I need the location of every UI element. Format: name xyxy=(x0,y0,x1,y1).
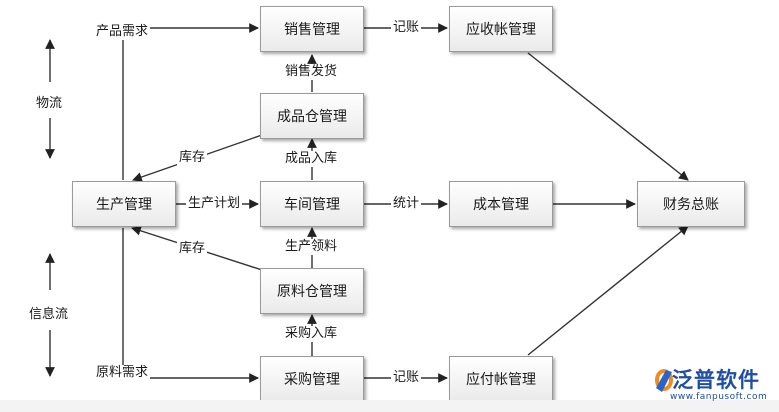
label-info-flow: 信息流 xyxy=(29,307,69,322)
label-material-flow: 物流 xyxy=(36,96,63,111)
fanpu-logo-icon xyxy=(655,369,673,392)
label-production-plan: 生产计划 xyxy=(186,196,243,212)
edge-ar-gl xyxy=(527,52,689,181)
logo-url: www.fanpusoft.com xyxy=(670,392,768,402)
node-production: 生产管理 xyxy=(72,181,176,227)
node-cost: 成本管理 xyxy=(449,181,553,227)
node-finished-warehouse: 成品仓管理 xyxy=(260,93,364,139)
node-general-ledger: 财务总账 xyxy=(637,181,745,227)
label-record-bottom: 记账 xyxy=(391,370,422,386)
node-workshop: 车间管理 xyxy=(260,181,364,227)
label-sales-delivery: 销售发货 xyxy=(283,64,340,80)
node-accounts-receivable: 应收帐管理 xyxy=(449,6,553,52)
label-statistics: 统计 xyxy=(391,196,422,212)
footer-bar xyxy=(0,400,779,412)
label-product-demand: 产品需求 xyxy=(94,24,151,40)
label-material-demand: 原料需求 xyxy=(94,365,151,381)
logo-text: 泛普软件 xyxy=(672,368,760,392)
label-purchase-in: 采购入库 xyxy=(283,326,340,342)
node-sales: 销售管理 xyxy=(260,6,364,52)
label-material-pick: 生产领料 xyxy=(283,239,340,255)
node-accounts-payable: 应付帐管理 xyxy=(449,356,553,402)
label-finished-in: 成品入库 xyxy=(283,151,340,167)
label-stock-lower: 库存 xyxy=(177,241,208,257)
label-record-top: 记账 xyxy=(391,20,422,36)
label-stock-upper: 库存 xyxy=(177,150,208,166)
node-purchase: 采购管理 xyxy=(260,356,364,402)
edge-ap-gl xyxy=(527,225,689,356)
node-raw-warehouse: 原料仓管理 xyxy=(260,268,364,314)
